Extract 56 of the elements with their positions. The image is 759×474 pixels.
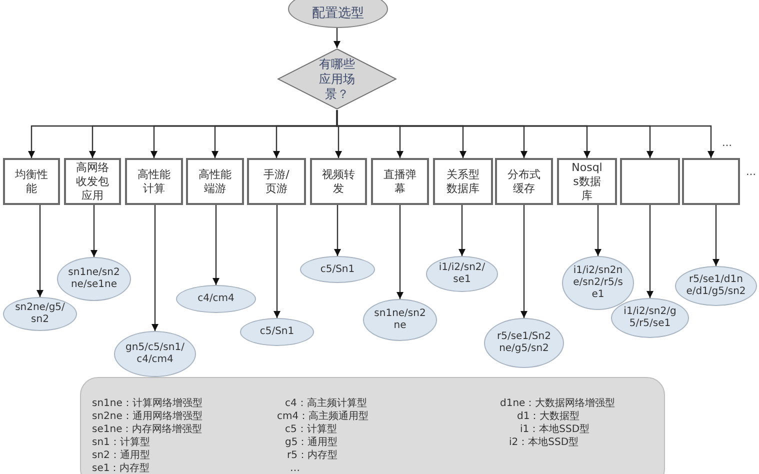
legend-entry: se1：内存型 — [92, 463, 150, 474]
process-box — [682, 158, 740, 205]
arrow — [334, 205, 341, 256]
legend-entry: r5：内存型 — [287, 450, 338, 462]
arrow — [90, 205, 98, 257]
process-box: 关系型数据库 — [433, 158, 493, 205]
legend-entry: sn1ne：计算网络增强型 — [92, 398, 202, 410]
legend-entry: c5：计算型 — [285, 424, 337, 436]
arrow — [396, 205, 404, 299]
ellipsis-label: … — [722, 138, 732, 150]
legend-entry: … — [290, 463, 300, 474]
legend-entry: d1ne：大数据网络增强型 — [500, 398, 616, 410]
arrow — [520, 205, 528, 318]
arrow — [274, 205, 280, 318]
legend-entry: g5：通用型 — [285, 437, 338, 449]
arrow — [36, 205, 44, 297]
legend-entry: d1：大数据型 — [517, 411, 580, 423]
result-ellipse: r5/se1/d1ne/d1/g5/sn2 — [675, 266, 757, 306]
result-ellipse: gn5/c5/sn1/c4/cm4 — [114, 331, 196, 377]
arrow — [458, 205, 466, 256]
legend-entry: sn2ne：通用网络增强型 — [92, 411, 202, 423]
ellipsis-label: … — [746, 167, 756, 179]
legend-entry: se1ne：内存网络增强型 — [92, 424, 202, 436]
result-ellipse: c5/Sn1 — [300, 256, 375, 283]
result-ellipse: sn2ne/g5/sn2 — [3, 297, 77, 331]
decision-diamond: 有哪些应用场景？ — [277, 48, 397, 110]
legend-entry: i2：本地SSD型 — [509, 437, 579, 449]
arrow — [152, 205, 158, 331]
start-ellipse: 配置选型 — [288, 0, 388, 28]
process-box: 高性能计算 — [125, 158, 183, 205]
arrow — [212, 205, 220, 285]
result-ellipse: i1/i2/sn2/g5/r5/se1 — [611, 298, 689, 338]
process-box: 手游/页游 — [247, 158, 306, 205]
process-box: 高性能端游 — [186, 158, 244, 205]
process-box: 均衡性能 — [3, 158, 60, 205]
arrow — [334, 28, 340, 48]
arrow — [712, 205, 720, 266]
result-ellipse: r5/se1/Sn2ne/g5/sn2 — [484, 318, 564, 368]
legend-entry: cm4：高主频通用型 — [277, 411, 369, 423]
arrow — [594, 205, 602, 256]
process-box: 高网络收发包应用 — [64, 158, 121, 205]
process-box: 分布式缓存 — [495, 158, 553, 205]
result-ellipse: c5/Sn1 — [240, 318, 314, 346]
process-box: Nosqls数据库 — [557, 158, 617, 205]
legend-entry: sn2：通用型 — [92, 450, 150, 462]
legend-entry: c4：高主频计算型 — [285, 398, 367, 410]
result-ellipse: c4/cm4 — [176, 285, 256, 313]
arrow — [646, 205, 654, 298]
legend-entry: i1：本地SSD型 — [520, 424, 590, 436]
result-ellipse: sn1ne/sn2ne/se1ne — [57, 257, 131, 301]
result-ellipse: i1/i2/sn2/se1 — [426, 256, 498, 292]
legend-entry: sn1：计算型 — [92, 437, 150, 449]
process-box: 直播弹幕 — [371, 158, 429, 205]
process-box: 视频转发 — [310, 158, 367, 205]
process-box — [620, 158, 680, 205]
result-ellipse: sn1ne/sn2ne — [363, 299, 437, 341]
